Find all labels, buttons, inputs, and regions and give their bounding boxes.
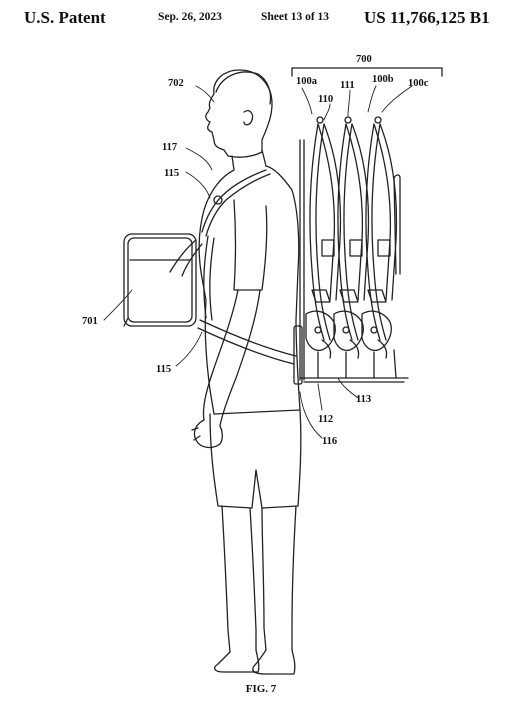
ear: [243, 110, 254, 126]
unit-a-bow: [309, 123, 325, 341]
unit-b-cam: [333, 310, 364, 352]
header-left: U.S. Patent: [24, 8, 106, 27]
label-100c: 100c: [408, 78, 429, 89]
front-pouch: [123, 233, 197, 327]
header-date: Sep. 26, 2023: [158, 11, 222, 23]
unit-a-cam: [305, 310, 336, 352]
reference-labels: 700 702 100a 110 111 100b 100c 117 115 7…: [82, 54, 429, 447]
figure-caption: FIG. 7: [245, 683, 277, 695]
head: [205, 69, 273, 158]
label-701: 701: [82, 316, 98, 327]
foot-rear: [252, 649, 296, 675]
leg-front: [221, 505, 231, 653]
label-117: 117: [162, 142, 177, 153]
frame-upright: [299, 139, 305, 381]
leg-back: [249, 507, 257, 651]
label-112: 112: [318, 414, 333, 425]
leg-back-2: [261, 507, 267, 651]
leader-lines: [103, 85, 413, 439]
unit-b-bow: [337, 123, 353, 341]
rack-assembly: [299, 116, 409, 383]
waist-strap: [199, 319, 297, 357]
strap-clip: [213, 195, 223, 205]
label-700: 700: [356, 54, 372, 65]
sleeve: [233, 199, 268, 291]
foot-front: [213, 649, 260, 673]
shorts: [209, 409, 302, 509]
label-115-lower: 115: [156, 364, 171, 375]
label-115-upper: 115: [164, 168, 179, 179]
neck: [231, 149, 267, 171]
unit-c-cam: [361, 310, 392, 352]
person-figure: [191, 69, 302, 675]
header-sheet: Sheet 13 of 13: [261, 11, 330, 23]
label-100b: 100b: [372, 74, 394, 85]
label-100a: 100a: [296, 76, 318, 87]
torso-shirt: [198, 165, 301, 415]
label-113: 113: [356, 394, 371, 405]
label-116: 116: [322, 436, 337, 447]
harness: [169, 169, 303, 385]
front-strap: [203, 235, 209, 319]
header-patent-number: US 11,766,125 B1: [364, 8, 490, 27]
frame-bottom: [299, 377, 409, 383]
chest-strap: [169, 239, 197, 273]
buckle: [293, 325, 303, 385]
label-110: 110: [318, 94, 333, 105]
side-rod: [393, 177, 401, 275]
bracket-700: [291, 67, 443, 77]
label-111: 111: [340, 80, 355, 91]
unit-c-bow: [365, 123, 381, 341]
hair: [215, 71, 272, 105]
hand: [193, 419, 223, 449]
leg-rear: [291, 505, 297, 651]
shoulder-strap: [201, 169, 267, 233]
arm: [202, 289, 261, 427]
label-702: 702: [168, 78, 184, 89]
